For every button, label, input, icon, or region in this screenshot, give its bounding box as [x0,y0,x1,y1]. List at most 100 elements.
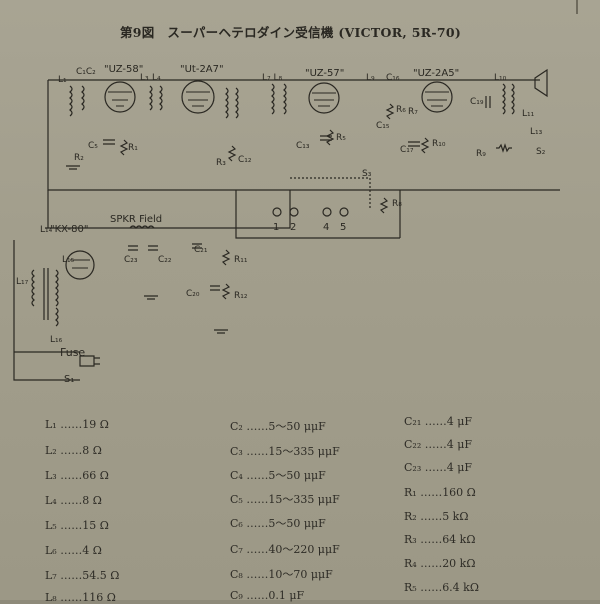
label-r12: R₁₂ [234,291,248,301]
parts-col2-item: C₈ ……10〜70 μμF [230,568,333,581]
res-r6 [385,103,395,120]
parts-col2-item: C₃ ……15〜335 μμF [230,445,340,458]
terminal-4 [322,207,332,217]
coil-l1 [69,85,73,117]
label-c1c2: C₁C₂ [76,67,96,77]
parts-col1-item: L₇ ……54.5 Ω [45,569,120,582]
coil-l3 [149,85,153,111]
tube-label-kx80: "KX-80" [50,224,88,235]
cap-c21 [192,243,202,249]
label-l4: L₄ [152,73,161,83]
label-l10: L₁₀ [494,73,507,83]
parts-col1-item: L₅ ……15 Ω [45,519,109,532]
res-r1 [119,139,129,156]
res-r9 [496,143,512,153]
cap-c19 [485,96,491,108]
label-c23: C₂₃ [124,255,138,265]
coil-l7 [271,83,275,115]
label-r1: R₁ [128,143,138,153]
cap-c20 [210,285,220,291]
label-c15: C₁₅ [376,121,390,131]
label-s1: S₁ [64,374,74,385]
terminal-label-5: 5 [340,222,346,233]
label-l14: L₁₄ [40,225,53,235]
res-r11 [221,249,231,266]
tube-uz58 [104,81,136,113]
parts-col1-item: L₆ ……4 Ω [45,544,102,557]
figure-title: 第9図 スーパーヘテロダイン受信機 (VICTOR, 5R-70) [120,25,462,40]
label-r11: R₁₁ [234,255,248,265]
parts-col3-item: C₂₂ ……4 μF [404,438,473,451]
parts-col3-item: C₂₁ ……4 μF [404,415,473,428]
transformer-secondary [55,269,59,307]
speaker-symbol [534,68,548,98]
label-c12: C₁₂ [238,155,252,165]
parts-col3-item: C₂₃ ……4 μF [404,461,473,474]
parts-col2-item: C₉ ……0.1 μF [230,589,305,602]
label-s3: S₃ [362,169,372,179]
label-r9: R₉ [476,149,486,159]
parts-col2-item: C₇ ……40〜220 μμF [230,543,340,556]
spkr-field-coil [129,225,155,229]
coil-l5 [225,87,229,119]
tube-ut2a7 [181,80,215,114]
power-plug [79,355,100,367]
tube-uz2a5 [421,81,453,113]
terminal-1 [272,207,282,217]
label-c16: C₁₆ [386,73,400,83]
parts-col1-item: L₁ ……19 Ω [45,418,109,431]
label-c22: C₂₂ [158,255,172,265]
tube-kx80 [65,250,95,280]
res-r5 [325,129,335,146]
parts-col2-item: C₆ ……5〜50 μμF [230,517,326,530]
ground-symbol [214,329,228,334]
res-r10 [420,137,430,154]
parts-col3-item: R₂ ……5 kΩ [404,510,469,523]
terminal-label-2: 2 [290,222,296,233]
page-edge-mark [576,0,578,14]
transformer-primary [31,269,35,307]
parts-col3-item: R₁ ……160 Ω [404,486,476,499]
label-l3: L₃ [140,73,149,83]
label-l9: L₉ [366,73,375,83]
label-r3: R₃ [216,158,226,168]
terminal-2 [289,207,299,217]
coil-l10 [502,83,506,115]
label-spkr-field: SPKR Field [110,214,162,225]
label-fuse: Fuse [60,346,85,359]
tube-label-ut2a7: "Ut-2A7" [180,64,224,75]
terminal-5 [339,207,349,217]
parts-col1-item: L₂ ……8 Ω [45,444,102,457]
coil-l2 [81,85,85,111]
parts-col1-item: L₈ ……116 Ω [45,591,116,604]
shield-dashed [290,177,371,210]
parts-col2-item: C₅ ……15〜335 μμF [230,493,340,506]
label-l17: L₁₇ [16,277,29,287]
label-r2: R₂ [74,153,84,163]
label-c5: C₅ [88,141,98,151]
label-r5: R₅ [336,133,346,143]
label-r6: R₆ [396,105,406,115]
coil-l8 [283,83,287,115]
tube-label-uz58: "UZ-58" [104,64,143,75]
parts-col1-item: L₃ ……66 Ω [45,469,109,482]
label-c17: C₁₇ [400,145,414,155]
tube-uz57 [308,82,340,114]
label-l11: L₁₁ [522,109,535,119]
label-c19: C₁₉ [470,97,484,107]
res-r4 [227,145,237,162]
label-c13: C₁₃ [296,141,310,151]
tube-label-uz2a5: "UZ-2A5" [413,68,459,79]
label-c20: C₂₀ [186,289,200,299]
cap-c17 [408,141,420,147]
label-r10: R₁₀ [432,139,446,149]
cap-c23-c22 [128,245,158,251]
res-r12 [221,283,231,300]
terminal-label-4: 4 [323,222,329,233]
coil-l6 [235,87,239,119]
res-r8 [379,197,389,214]
label-s2: S₂ [536,147,546,157]
label-c21: C₂₁ [194,245,208,255]
